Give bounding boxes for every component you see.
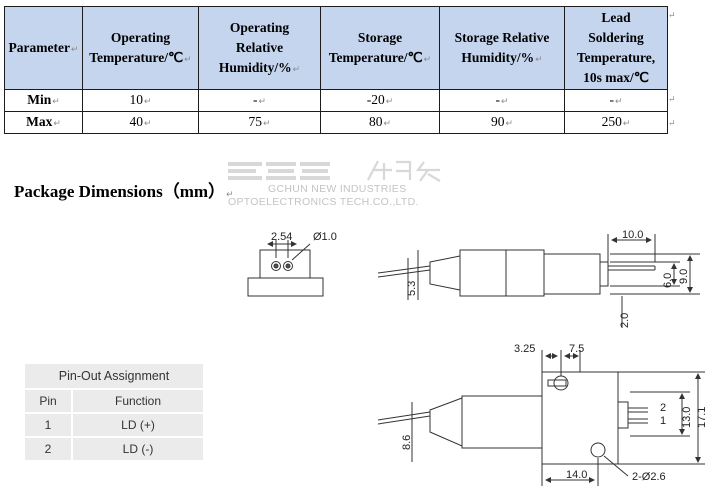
paragraph-mark: ↵ — [668, 118, 676, 128]
header-operating-humidity: Operating Relative Humidity/%↵ — [198, 6, 321, 90]
dim-171: 17.1 — [696, 407, 708, 428]
dim-130: 13.0 — [681, 407, 693, 428]
dim-inner: 6.0 — [662, 273, 674, 288]
pin-label-2: 2 — [660, 402, 666, 414]
pinout-header: Pin Function — [25, 390, 203, 412]
dim-offset: 2.0 — [619, 313, 631, 328]
pin-function: LD (+) — [73, 414, 203, 436]
dim-75: 7.5 — [569, 343, 584, 355]
dim-left: 5.3 — [406, 281, 418, 296]
row-label-min: Min↵ — [4, 89, 83, 112]
spec-row-min: Min↵ 10↵ -↵ -20↵ -↵ -↵ — [4, 89, 668, 112]
pin-label-1: 1 — [660, 415, 666, 427]
bottom-plan-view-drawing — [377, 350, 705, 486]
header-operating-temperature: Operating Temperature/℃↵ — [82, 6, 199, 90]
top-side-view-drawing — [377, 234, 700, 328]
pinout-header-function: Function — [73, 390, 203, 412]
header-lead-soldering: Lead Soldering Temperature, 10s max/℃ — [564, 6, 668, 90]
dim-holes: 2-Ø2.6 — [632, 471, 666, 483]
dim-lead-length: 10.0 — [622, 229, 643, 241]
row-label-max: Max↵ — [4, 111, 83, 134]
table-cell: 250↵ — [564, 111, 668, 134]
pin-function: LD (-) — [73, 438, 203, 460]
spec-header-row: Parameter↵ Operating Temperature/℃↵ Oper… — [4, 6, 668, 90]
header-storage-temperature: Storage Temperature/℃↵ — [320, 6, 440, 90]
dim-height: 9.0 — [678, 269, 690, 284]
dim-pitch: 2.54 — [271, 231, 292, 243]
dim-325: 3.25 — [514, 343, 535, 355]
table-cell: -↵ — [564, 89, 668, 112]
package-dimensions-heading: Package Dimensions（mm）↵ — [14, 182, 234, 201]
table-row: 2 LD (-) — [25, 438, 203, 460]
pinout-title: Pin-Out Assignment — [25, 364, 203, 388]
header-storage-humidity: Storage Relative Humidity/%↵ — [439, 6, 565, 90]
dim-pin-dia: Ø1.0 — [313, 231, 337, 243]
pinout-header-pin: Pin — [25, 390, 71, 412]
spec-table: Parameter↵ Operating Temperature/℃↵ Oper… — [4, 6, 668, 134]
table-cell: -↵ — [439, 89, 565, 112]
table-cell: -20↵ — [320, 89, 440, 112]
table-cell: 80↵ — [320, 111, 440, 134]
table-cell: 75↵ — [198, 111, 321, 134]
pin-number: 2 — [25, 438, 71, 460]
table-cell: -↵ — [198, 89, 321, 112]
spec-row-max: Max↵ 40↵ 75↵ 80↵ 90↵ 250↵ — [4, 111, 668, 134]
paragraph-mark: ↵ — [668, 10, 676, 20]
company-logo-watermark — [228, 160, 441, 182]
table-cell: 40↵ — [82, 111, 199, 134]
header-parameter: Parameter↵ — [4, 6, 83, 90]
paragraph-mark: ↵ — [668, 94, 676, 104]
pin-out-table: Pin-Out Assignment Pin Function 1 LD (+)… — [25, 364, 203, 460]
pin-number: 1 — [25, 414, 71, 436]
front-view-drawing — [247, 240, 324, 297]
table-cell: 10↵ — [82, 89, 199, 112]
table-row: 1 LD (+) — [25, 414, 203, 436]
dim-86: 8.6 — [401, 435, 413, 450]
dim-140: 14.0 — [566, 469, 587, 481]
watermark-text: GCHUN NEW INDUSTRIES OPTOELECTRONICS TEC… — [228, 183, 419, 208]
